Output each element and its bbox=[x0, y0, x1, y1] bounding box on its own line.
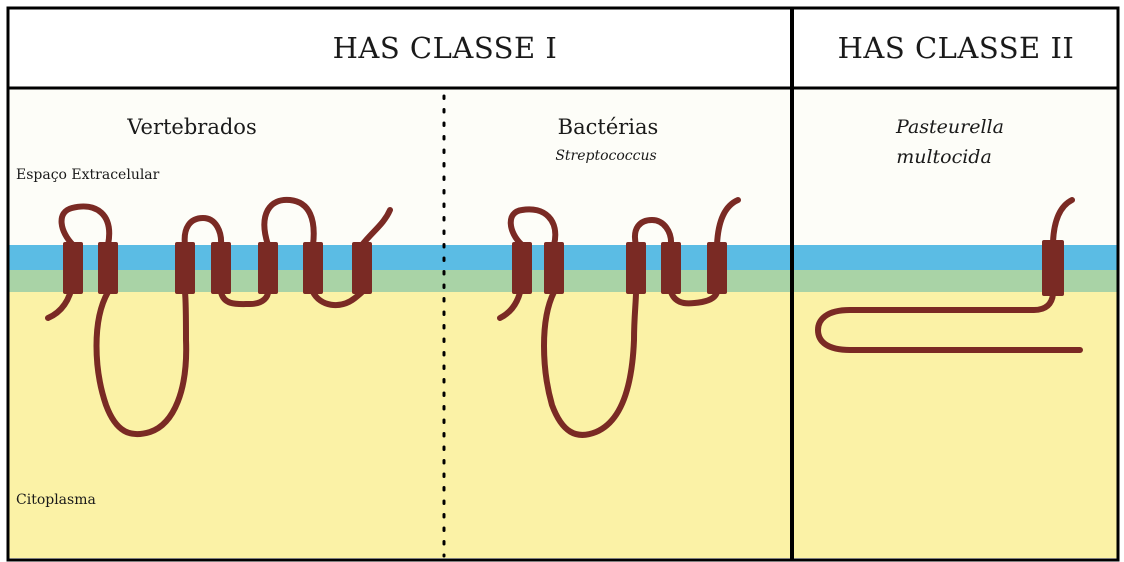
header-class-i: HAS CLASSE I bbox=[333, 31, 558, 65]
streptococcus-tm-helix-2 bbox=[544, 242, 564, 294]
label-multocida: multocida bbox=[896, 146, 992, 168]
label-cytoplasm: Citoplasma bbox=[16, 492, 96, 508]
label-bacteria: Bactérias bbox=[558, 115, 659, 139]
pasteurella-tm-helix bbox=[1042, 240, 1064, 296]
vertebrate-tm-helix-3 bbox=[175, 242, 195, 294]
streptococcus-tm-helix-4 bbox=[661, 242, 681, 294]
streptococcus-tm-helix-3 bbox=[626, 242, 646, 294]
header-class-ii: HAS CLASSE II bbox=[838, 31, 1075, 65]
label-streptococcus: Streptococcus bbox=[555, 148, 656, 164]
vertebrate-tm-helix-5 bbox=[258, 242, 278, 294]
streptococcus-tm-helix-5 bbox=[707, 242, 727, 294]
vertebrate-tm-helix-7 bbox=[352, 242, 372, 294]
streptococcus-tm-helix-1 bbox=[512, 242, 532, 294]
label-extracellular-space: Espaço Extracelular bbox=[16, 167, 160, 183]
label-pasteurella: Pasteurella bbox=[895, 116, 1004, 138]
vertebrate-tm-helix-1 bbox=[63, 242, 83, 294]
label-vertebrates: Vertebrados bbox=[126, 115, 256, 139]
vertebrate-tm-helix-4 bbox=[211, 242, 231, 294]
vertebrate-tm-helix-6 bbox=[303, 242, 323, 294]
vertebrate-tm-helix-2 bbox=[98, 242, 118, 294]
